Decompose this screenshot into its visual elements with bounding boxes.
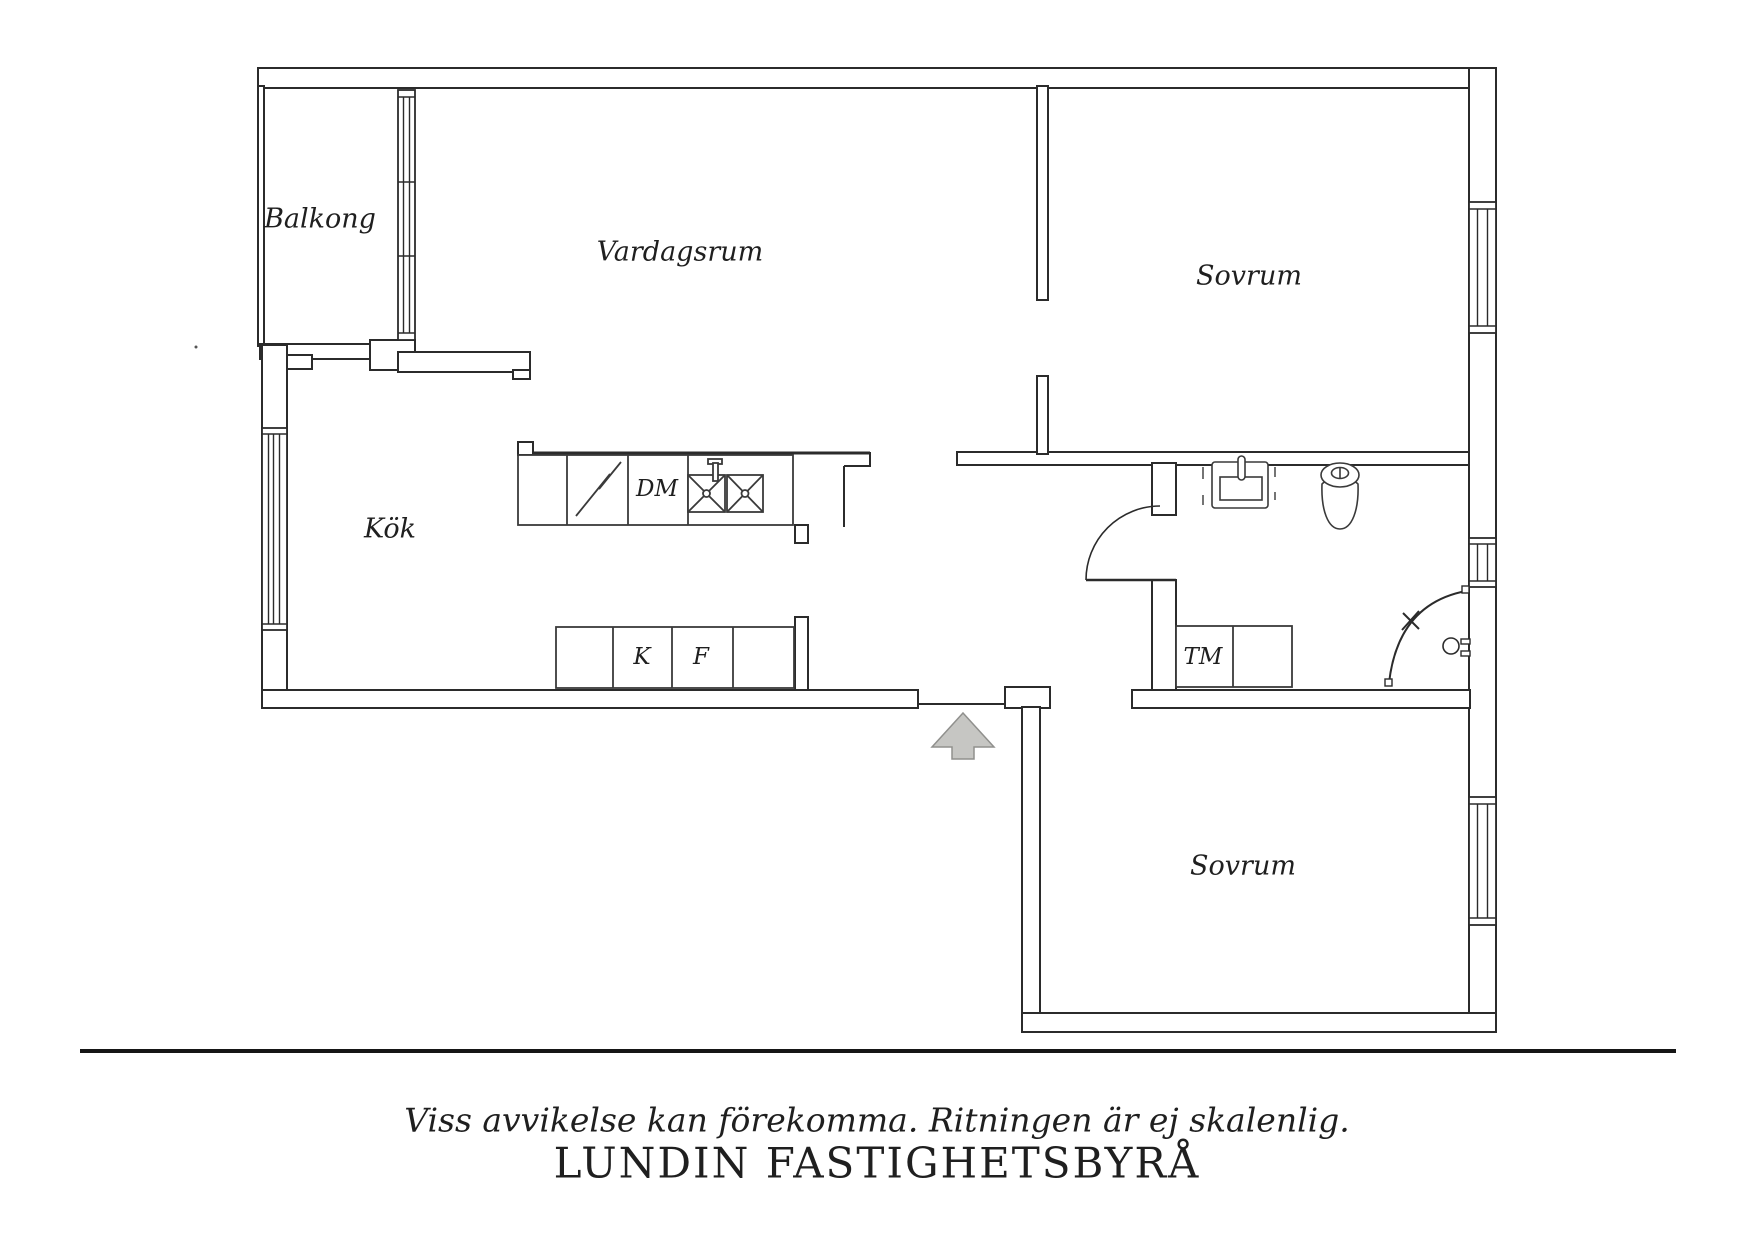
- wall-bath-left-lower: [1151, 579, 1177, 691]
- appliance-label-freezer: F: [693, 644, 709, 670]
- room-label-living-room: Vardagsrum: [596, 236, 764, 268]
- kitchen-sink-icon: [687, 458, 764, 513]
- window-icon: [261, 427, 288, 631]
- wall-livingroom-kitchen-foot: [512, 369, 531, 380]
- window-icon: [1468, 796, 1497, 926]
- wall-counter-step: [517, 441, 534, 456]
- footer-disclaimer: Viss avvikelse kan förekomma. Ritningen …: [404, 1100, 1350, 1140]
- wall-bottom-kitchen: [261, 689, 919, 709]
- appliance-label-washing-machine: TM: [1183, 644, 1223, 670]
- wall-bedroom2-bottom: [1021, 1012, 1497, 1033]
- wall-bath-left-upper: [1151, 462, 1177, 516]
- footer-agency-name: LUNDIN FASTIGHETSBYRÅ: [553, 1138, 1201, 1188]
- wall-entry-threshold-pier: [1004, 686, 1051, 709]
- room-label-balcony: Balkong: [264, 203, 376, 235]
- room-label-bedroom-1: Sovrum: [1196, 260, 1302, 292]
- wall-kitchen-hall-stub: [794, 524, 809, 544]
- stove-icon: [575, 461, 622, 517]
- entrance-arrow-icon: [930, 711, 996, 760]
- wall-top: [257, 67, 1497, 89]
- room-label-kitchen: Kök: [363, 513, 417, 545]
- thin-walls: [533, 451, 1005, 705]
- appliance-label-dishwasher: DM: [636, 476, 678, 502]
- window-icon: [1468, 537, 1497, 588]
- wall-livingroom-kitchen: [397, 351, 531, 373]
- wall-livingroom-bedroom1-upper: [1036, 85, 1049, 301]
- window-icon: [397, 89, 416, 341]
- wall-bedroom2-left: [1021, 706, 1041, 1014]
- room-label-bedroom-2: Sovrum: [1190, 850, 1296, 882]
- bathroom-sink-icon: [1202, 455, 1276, 509]
- wall-bath-bottom: [1131, 689, 1471, 709]
- shower-icon: [1384, 585, 1471, 687]
- windows: [261, 89, 1497, 926]
- fridge-freezer-counter: [555, 626, 795, 689]
- stray-dot: [194, 345, 198, 349]
- wall-kitchen-hall-lower: [794, 616, 809, 691]
- appliance-label-fridge: K: [633, 644, 651, 670]
- washing-machine-cabinet: [1175, 625, 1293, 688]
- walls: [257, 67, 1497, 1033]
- wall-livingroom-bedroom1-lower: [1036, 375, 1049, 455]
- footer-rule: [80, 1049, 1676, 1053]
- wall-counter-return: [843, 452, 871, 527]
- door-arc-icon: [1085, 505, 1176, 582]
- window-icon: [1468, 201, 1497, 334]
- kitchen-counter: [517, 454, 794, 526]
- toilet-icon: [1320, 462, 1360, 530]
